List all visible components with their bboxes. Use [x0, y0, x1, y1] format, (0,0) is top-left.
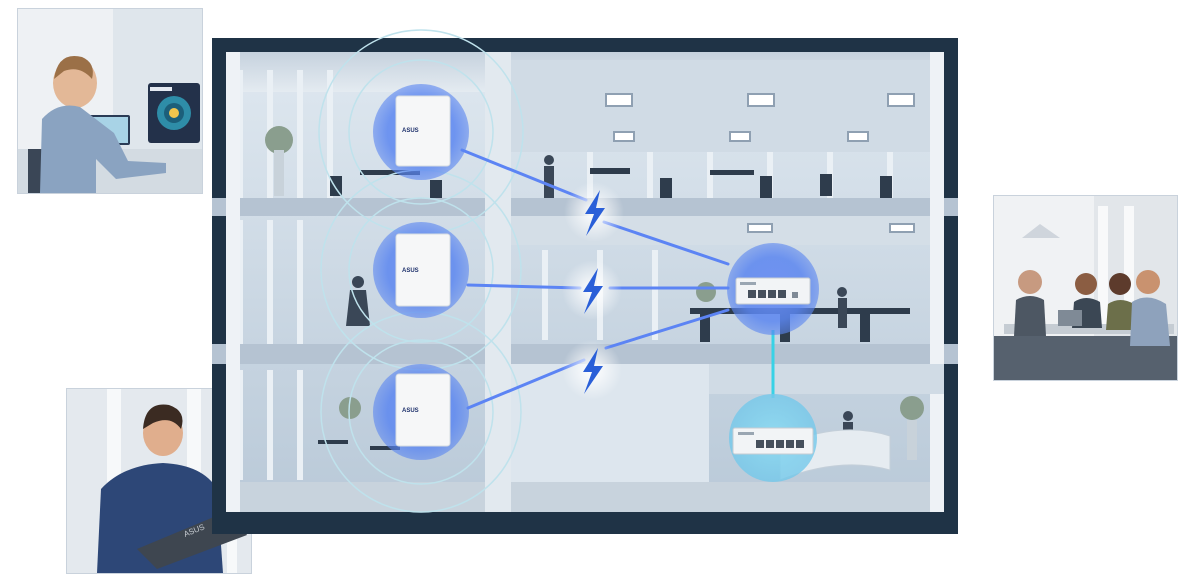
ap-brand-label: ASUS [402, 128, 419, 134]
photo-office-worker-desktop [17, 8, 203, 194]
column-center [485, 52, 511, 512]
network-switch-main [727, 243, 819, 335]
network-switch-secondary [729, 394, 817, 482]
ap-brand-label: ASUS [402, 408, 419, 414]
ap-brand-label: ASUS [402, 268, 419, 274]
plants [265, 126, 924, 460]
floor-slab-ground [226, 482, 944, 512]
wifi-access-point-bottom: ASUS [373, 364, 469, 460]
lightning-bolt-icon [562, 260, 622, 320]
wifi-access-point-middle: ASUS [373, 222, 469, 318]
photo-team-meeting [993, 195, 1178, 381]
wifi-access-point-top: ASUS [373, 84, 469, 180]
lightning-bolt-icon [564, 182, 624, 242]
lightning-bolt-icon [562, 340, 622, 400]
ceiling-lights [605, 93, 915, 233]
